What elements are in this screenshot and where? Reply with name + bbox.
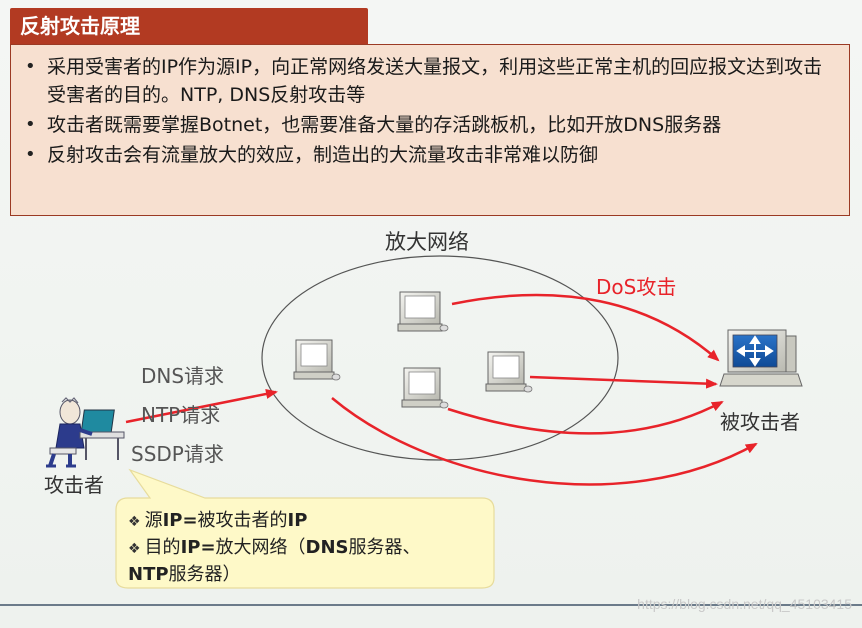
bullet-item: • 攻击者既需要掌握Botnet，也需要准备大量的存活跳板机，比如开放DNS服务… [21, 111, 837, 139]
callout-bold-span: IP [287, 510, 308, 531]
callout-bubble [115, 468, 495, 589]
victim-computer-icon [719, 329, 803, 387]
ssdp-request-label: SSDP请求 [131, 442, 224, 466]
amplification-network-ellipse [261, 255, 619, 461]
amplification-network-label: 放大网络 [385, 230, 469, 254]
callout-line-source-ip: ❖源IP=被攻击者的IP [128, 508, 490, 535]
bottom-divider [0, 604, 862, 606]
bullet-list: • 采用受害者的IP作为源IP，向正常网络发送大量报文，利用这些正常主机的回应报… [10, 44, 850, 216]
callout-bold-span: IP= [162, 510, 198, 531]
dos-arrow-right [529, 375, 718, 389]
diamond-bullet-icon: ❖ [128, 541, 141, 557]
callout-text-span: 目的 [144, 537, 181, 558]
callout-line-dest-ip-cont: NTP服务器） [128, 562, 490, 587]
server-pc-icon [397, 291, 449, 332]
callout-text-span: 源 [144, 510, 163, 531]
dns-request-label: DNS请求 [141, 364, 225, 388]
callout-text-span: 服务器、 [348, 537, 421, 558]
callout-bold-span: IP= [180, 537, 216, 558]
callout-text-span: 放大网络（ [215, 537, 306, 558]
dos-arrow-long [331, 397, 758, 486]
dos-arrow-middle [447, 400, 724, 435]
attacker-figure-icon [46, 397, 125, 468]
bullet-text: 采用受害者的IP作为源IP，向正常网络发送大量报文，利用这些正常主机的回应报文达… [47, 56, 823, 106]
bullet-icon: • [25, 56, 36, 77]
bullet-item: • 反射攻击会有流量放大的效应，制造出的大流量攻击非常难以防御 [21, 141, 837, 169]
bullet-icon: • [25, 144, 36, 165]
bullet-item: • 采用受害者的IP作为源IP，向正常网络发送大量报文，利用这些正常主机的回应报… [21, 53, 837, 109]
attack-request-arrow [125, 389, 278, 424]
watermark: https://blog.csdn.net/qq_45103415 [637, 596, 852, 612]
victim-label: 被攻击者 [720, 410, 800, 434]
bullet-icon: • [25, 114, 36, 135]
server-pc-icon [485, 351, 533, 393]
server-pc-icon [293, 339, 341, 381]
attacker-label: 攻击者 [44, 473, 104, 497]
diamond-bullet-icon: ❖ [128, 514, 141, 530]
callout-bold-span: DNS [305, 537, 349, 558]
callout-text-span: 服务器） [168, 564, 241, 585]
slide-title: 反射攻击原理 [10, 8, 368, 44]
bullet-text: 攻击者既需要掌握Botnet，也需要准备大量的存活跳板机，比如开放DNS服务器 [47, 114, 722, 136]
dos-attack-label: DoS攻击 [596, 275, 677, 299]
server-pc-icon [401, 367, 449, 409]
callout-bold-span: NTP [128, 564, 169, 585]
callout-text: ❖源IP=被攻击者的IP ❖目的IP=放大网络（DNS服务器、 NTP服务器） [128, 508, 490, 587]
callout-text-span: 被攻击者的 [197, 510, 288, 531]
bullet-text: 反射攻击会有流量放大的效应，制造出的大流量攻击非常难以防御 [47, 144, 599, 166]
callout-line-dest-ip: ❖目的IP=放大网络（DNS服务器、 [128, 535, 490, 562]
ntp-request-label: NTP请求 [141, 403, 221, 427]
dos-arrow-top [451, 293, 720, 362]
